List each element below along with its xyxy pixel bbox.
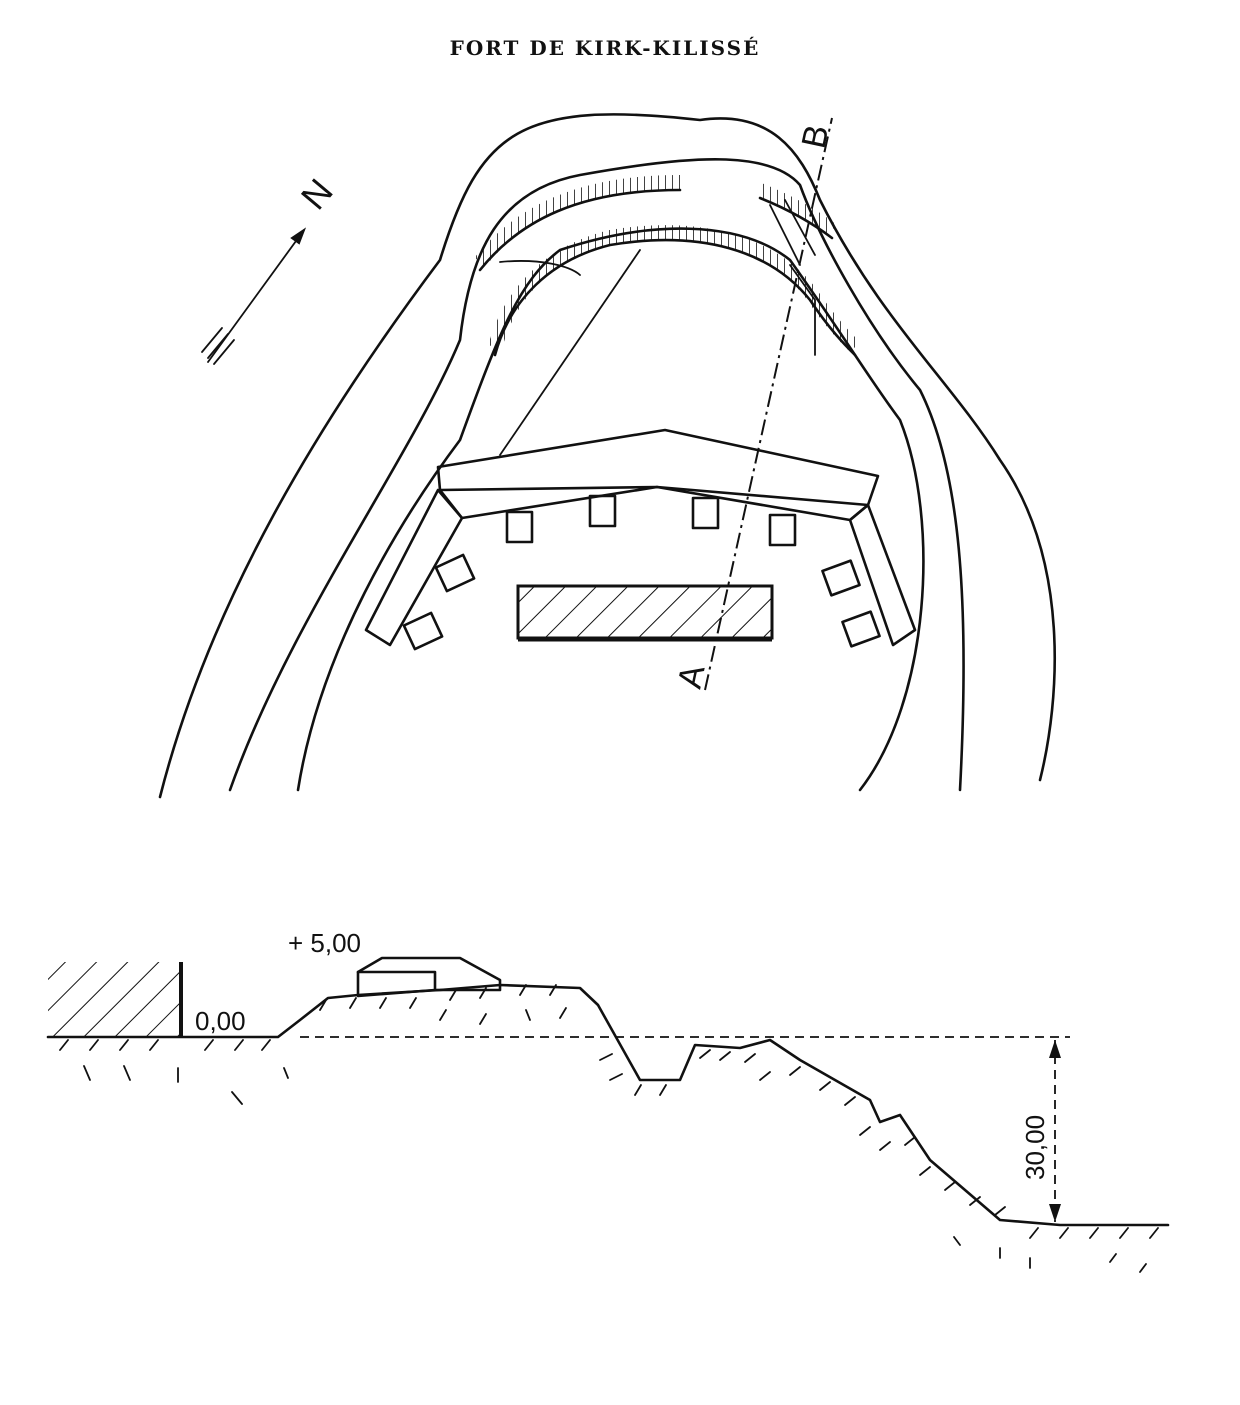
contour-outer	[158, 113, 1057, 799]
top-elevation-label: + 5,00	[288, 928, 361, 958]
communication-trench-west	[499, 260, 581, 276]
contour-middle	[228, 158, 965, 792]
section-line-a-b	[704, 117, 833, 691]
section-label-b: B	[795, 122, 837, 152]
central-magazine	[516, 584, 774, 640]
north-arrow: N	[201, 171, 341, 365]
section-view: + 5,00 0,00 30,00	[46, 928, 1170, 1273]
base-elevation-label: 0,00	[195, 1006, 246, 1036]
depth-dimension: 30,00	[1020, 1040, 1061, 1222]
north-east-caponier	[769, 199, 816, 266]
access-line-left	[499, 249, 641, 456]
access-line-right	[789, 264, 816, 356]
section-building	[356, 956, 502, 998]
inner-rampart	[488, 225, 860, 357]
outer-parapet	[474, 175, 837, 272]
terrain-hatching	[59, 984, 1159, 1273]
rock-block	[48, 962, 181, 1037]
plan-view: A B N	[158, 113, 1057, 799]
fort-building	[364, 428, 917, 647]
north-label: N	[293, 171, 341, 217]
casemates	[402, 494, 881, 651]
drawing-title: FORT DE KIRK-KILISSÉ	[449, 36, 761, 60]
depth-dimension-label: 30,00	[1020, 1115, 1050, 1180]
section-label-a: A	[671, 661, 713, 691]
